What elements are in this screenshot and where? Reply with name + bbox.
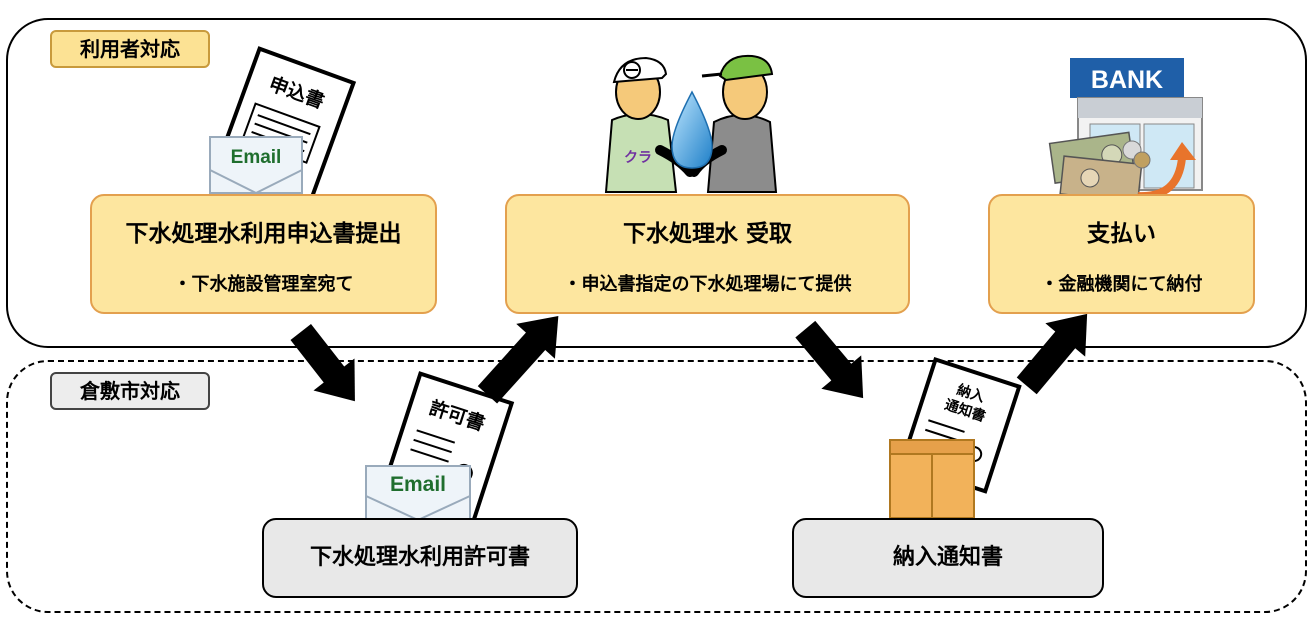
step-payment: 支払い ・金融機関にて納付 <box>988 194 1255 314</box>
bank-sign-text: BANK <box>1091 66 1163 94</box>
step-payment-title: 支払い <box>1087 221 1156 247</box>
step-receive: 下水処理水 受取 ・申込書指定の下水処理場にて提供 <box>505 194 910 314</box>
step-application-title: 下水処理水利用申込書提出 <box>125 221 402 247</box>
arrow-down-right-2 <box>795 320 864 399</box>
step-application: 下水処理水利用申込書提出 ・下水施設管理室宛て <box>90 194 437 314</box>
doc-permit-label: 下水処理水利用許可書 <box>309 545 530 570</box>
email-envelope-icon: Email <box>209 136 303 195</box>
arrow-down-right-1 <box>290 323 355 402</box>
step-payment-sub: ・金融機関にて納付 <box>1040 274 1203 295</box>
bank-icon: BANK <box>1048 58 1203 203</box>
step-application-sub: ・下水施設管理室宛て <box>173 274 354 295</box>
arrow-up-right-2 <box>1016 313 1088 395</box>
email-text-1: Email <box>231 147 282 168</box>
doc-notice-label: 納入通知書 <box>892 545 1003 570</box>
arrow-up-right-1 <box>477 316 559 404</box>
email-envelope-icon-2: Email <box>365 465 471 522</box>
user-region <box>6 18 1307 348</box>
step-receive-sub: ・申込書指定の下水処理場にて提供 <box>563 274 852 295</box>
envelope-icon <box>889 439 975 519</box>
doc-permit: 下水処理水利用許可書 <box>262 518 578 598</box>
water-drop-icon <box>671 90 713 169</box>
flow-arrows <box>290 313 1088 404</box>
doc-notice: 納入通知書 <box>792 518 1104 598</box>
user-region-label: 利用者対応 <box>50 30 210 68</box>
workers-handshake-icon: クラ <box>604 54 778 193</box>
step-receive-title: 下水処理水 受取 <box>622 221 792 247</box>
cap-text: クラ <box>624 150 652 166</box>
email-text-2: Email <box>390 473 446 496</box>
city-region-label: 倉敷市対応 <box>50 372 210 410</box>
city-region <box>6 360 1307 613</box>
